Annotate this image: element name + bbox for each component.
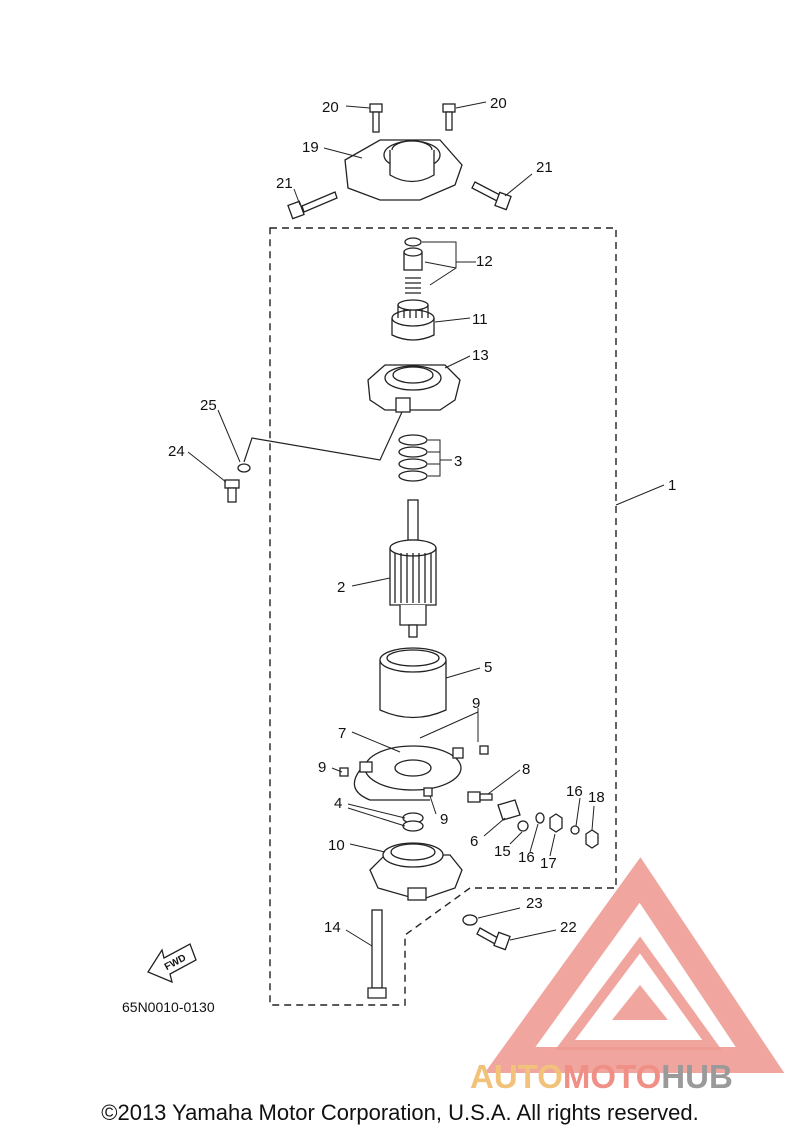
bolt-24 xyxy=(224,479,240,503)
callout-14: 14 xyxy=(324,919,341,936)
callout-3: 3 xyxy=(454,453,462,470)
callout-9-top: 9 xyxy=(472,695,480,712)
callout-11: 11 xyxy=(472,311,488,328)
part-code: 65N0010-0130 xyxy=(122,999,215,1015)
washer-23 xyxy=(462,914,478,926)
watermark-logo: AUTOMOTOHUB xyxy=(470,857,785,1095)
callout-23: 23 xyxy=(526,895,543,912)
through-bolt xyxy=(367,909,387,999)
end-frame xyxy=(367,364,461,413)
callout-15: 15 xyxy=(494,843,511,860)
callout-7: 7 xyxy=(338,725,346,742)
callout-9-bottom: 9 xyxy=(440,811,448,828)
callout-17: 17 xyxy=(540,855,557,872)
bushing xyxy=(402,812,424,832)
assembly-boundary xyxy=(269,227,617,1006)
lower-frame xyxy=(369,842,463,901)
callout-10: 10 xyxy=(328,837,345,854)
callout-16-right: 16 xyxy=(566,783,583,800)
callout-6: 6 xyxy=(470,833,478,850)
part-12-set xyxy=(403,237,423,294)
bolt-21-right xyxy=(471,181,512,211)
callout-8: 8 xyxy=(522,761,530,778)
logo-hub: HUB xyxy=(661,1058,733,1095)
washer-25 xyxy=(237,463,251,473)
callout-21-left: 21 xyxy=(276,175,293,192)
callout-22: 22 xyxy=(560,919,577,936)
screw-9-a xyxy=(479,745,489,755)
yoke xyxy=(379,647,447,719)
callout-21-right: 21 xyxy=(536,159,553,176)
bolt-20-right xyxy=(442,103,456,131)
washer-stack xyxy=(398,434,428,482)
callout-2: 2 xyxy=(337,579,345,596)
callout-12: 12 xyxy=(476,253,493,270)
terminal-bolt xyxy=(467,791,493,803)
callout-9-left: 9 xyxy=(318,759,326,776)
bolt-20-left xyxy=(369,103,383,133)
callout-20-left: 20 xyxy=(322,99,339,116)
top-bracket xyxy=(344,139,463,201)
fwd-arrow-icon: FWD xyxy=(147,943,197,984)
callout-18: 18 xyxy=(588,789,605,806)
logo-moto: MOTO xyxy=(563,1058,661,1095)
bolt-22 xyxy=(476,927,511,951)
brush-holder xyxy=(353,745,464,801)
callout-13: 13 xyxy=(472,347,489,364)
screw-9-b xyxy=(339,767,349,777)
pinion-gear xyxy=(391,299,435,341)
copyright-notice: ©2013 Yamaha Motor Corporation, U.S.A. A… xyxy=(101,1100,699,1125)
callout-4: 4 xyxy=(334,795,342,812)
callout-1: 1 xyxy=(668,477,676,494)
bolt-21-left xyxy=(287,191,338,220)
logo-text: AUTOMOTOHUB xyxy=(470,1058,733,1095)
callout-24: 24 xyxy=(168,443,185,460)
callout-5: 5 xyxy=(484,659,492,676)
callout-25: 25 xyxy=(200,397,217,414)
ground-wire xyxy=(243,411,403,463)
callout-20-right: 20 xyxy=(490,95,507,112)
armature xyxy=(389,499,437,638)
screw-9-c xyxy=(423,787,433,797)
terminal-hardware xyxy=(497,799,599,849)
logo-auto: AUTO xyxy=(470,1058,563,1095)
callout-16-bottom: 16 xyxy=(518,849,535,866)
callout-19: 19 xyxy=(302,139,319,156)
